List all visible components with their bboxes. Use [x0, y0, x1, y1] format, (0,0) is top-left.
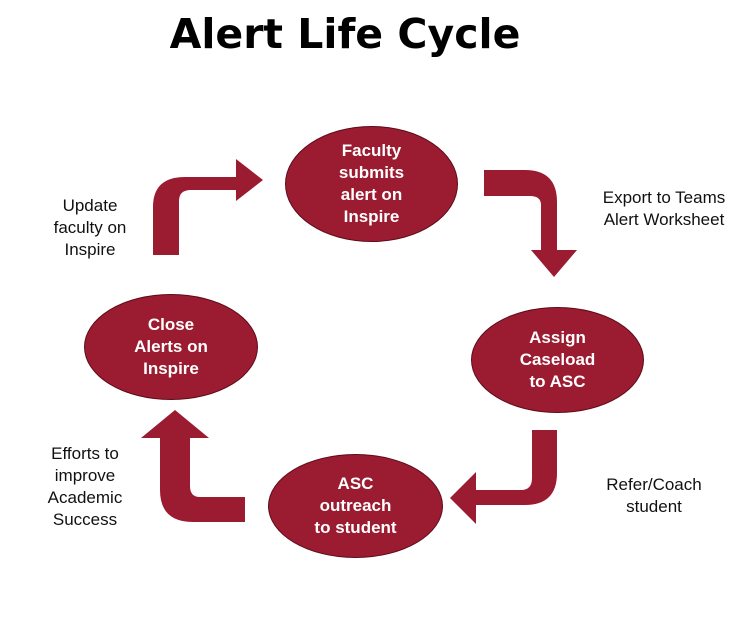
- arrow-refer: [450, 430, 557, 524]
- node-faculty-submits: Faculty submits alert on Inspire: [285, 126, 458, 242]
- label-efforts: Efforts to improve Academic Success: [47, 444, 123, 529]
- node-close-alerts: Close Alerts on Inspire: [84, 294, 258, 400]
- node-assign-caseload: Assign Caseload to ASC: [471, 307, 644, 413]
- diagram-title: Alert Life Cycle: [169, 10, 521, 58]
- label-update: Update faculty on Inspire: [53, 196, 127, 259]
- arrow-update: [153, 159, 263, 255]
- label-refer: Refer/Coach student: [606, 475, 702, 516]
- arrow-efforts: [141, 410, 245, 522]
- label-export: Export to Teams Alert Worksheet: [602, 188, 726, 229]
- arrow-export: [484, 170, 577, 277]
- node-asc-outreach: ASC outreach to student: [268, 454, 443, 558]
